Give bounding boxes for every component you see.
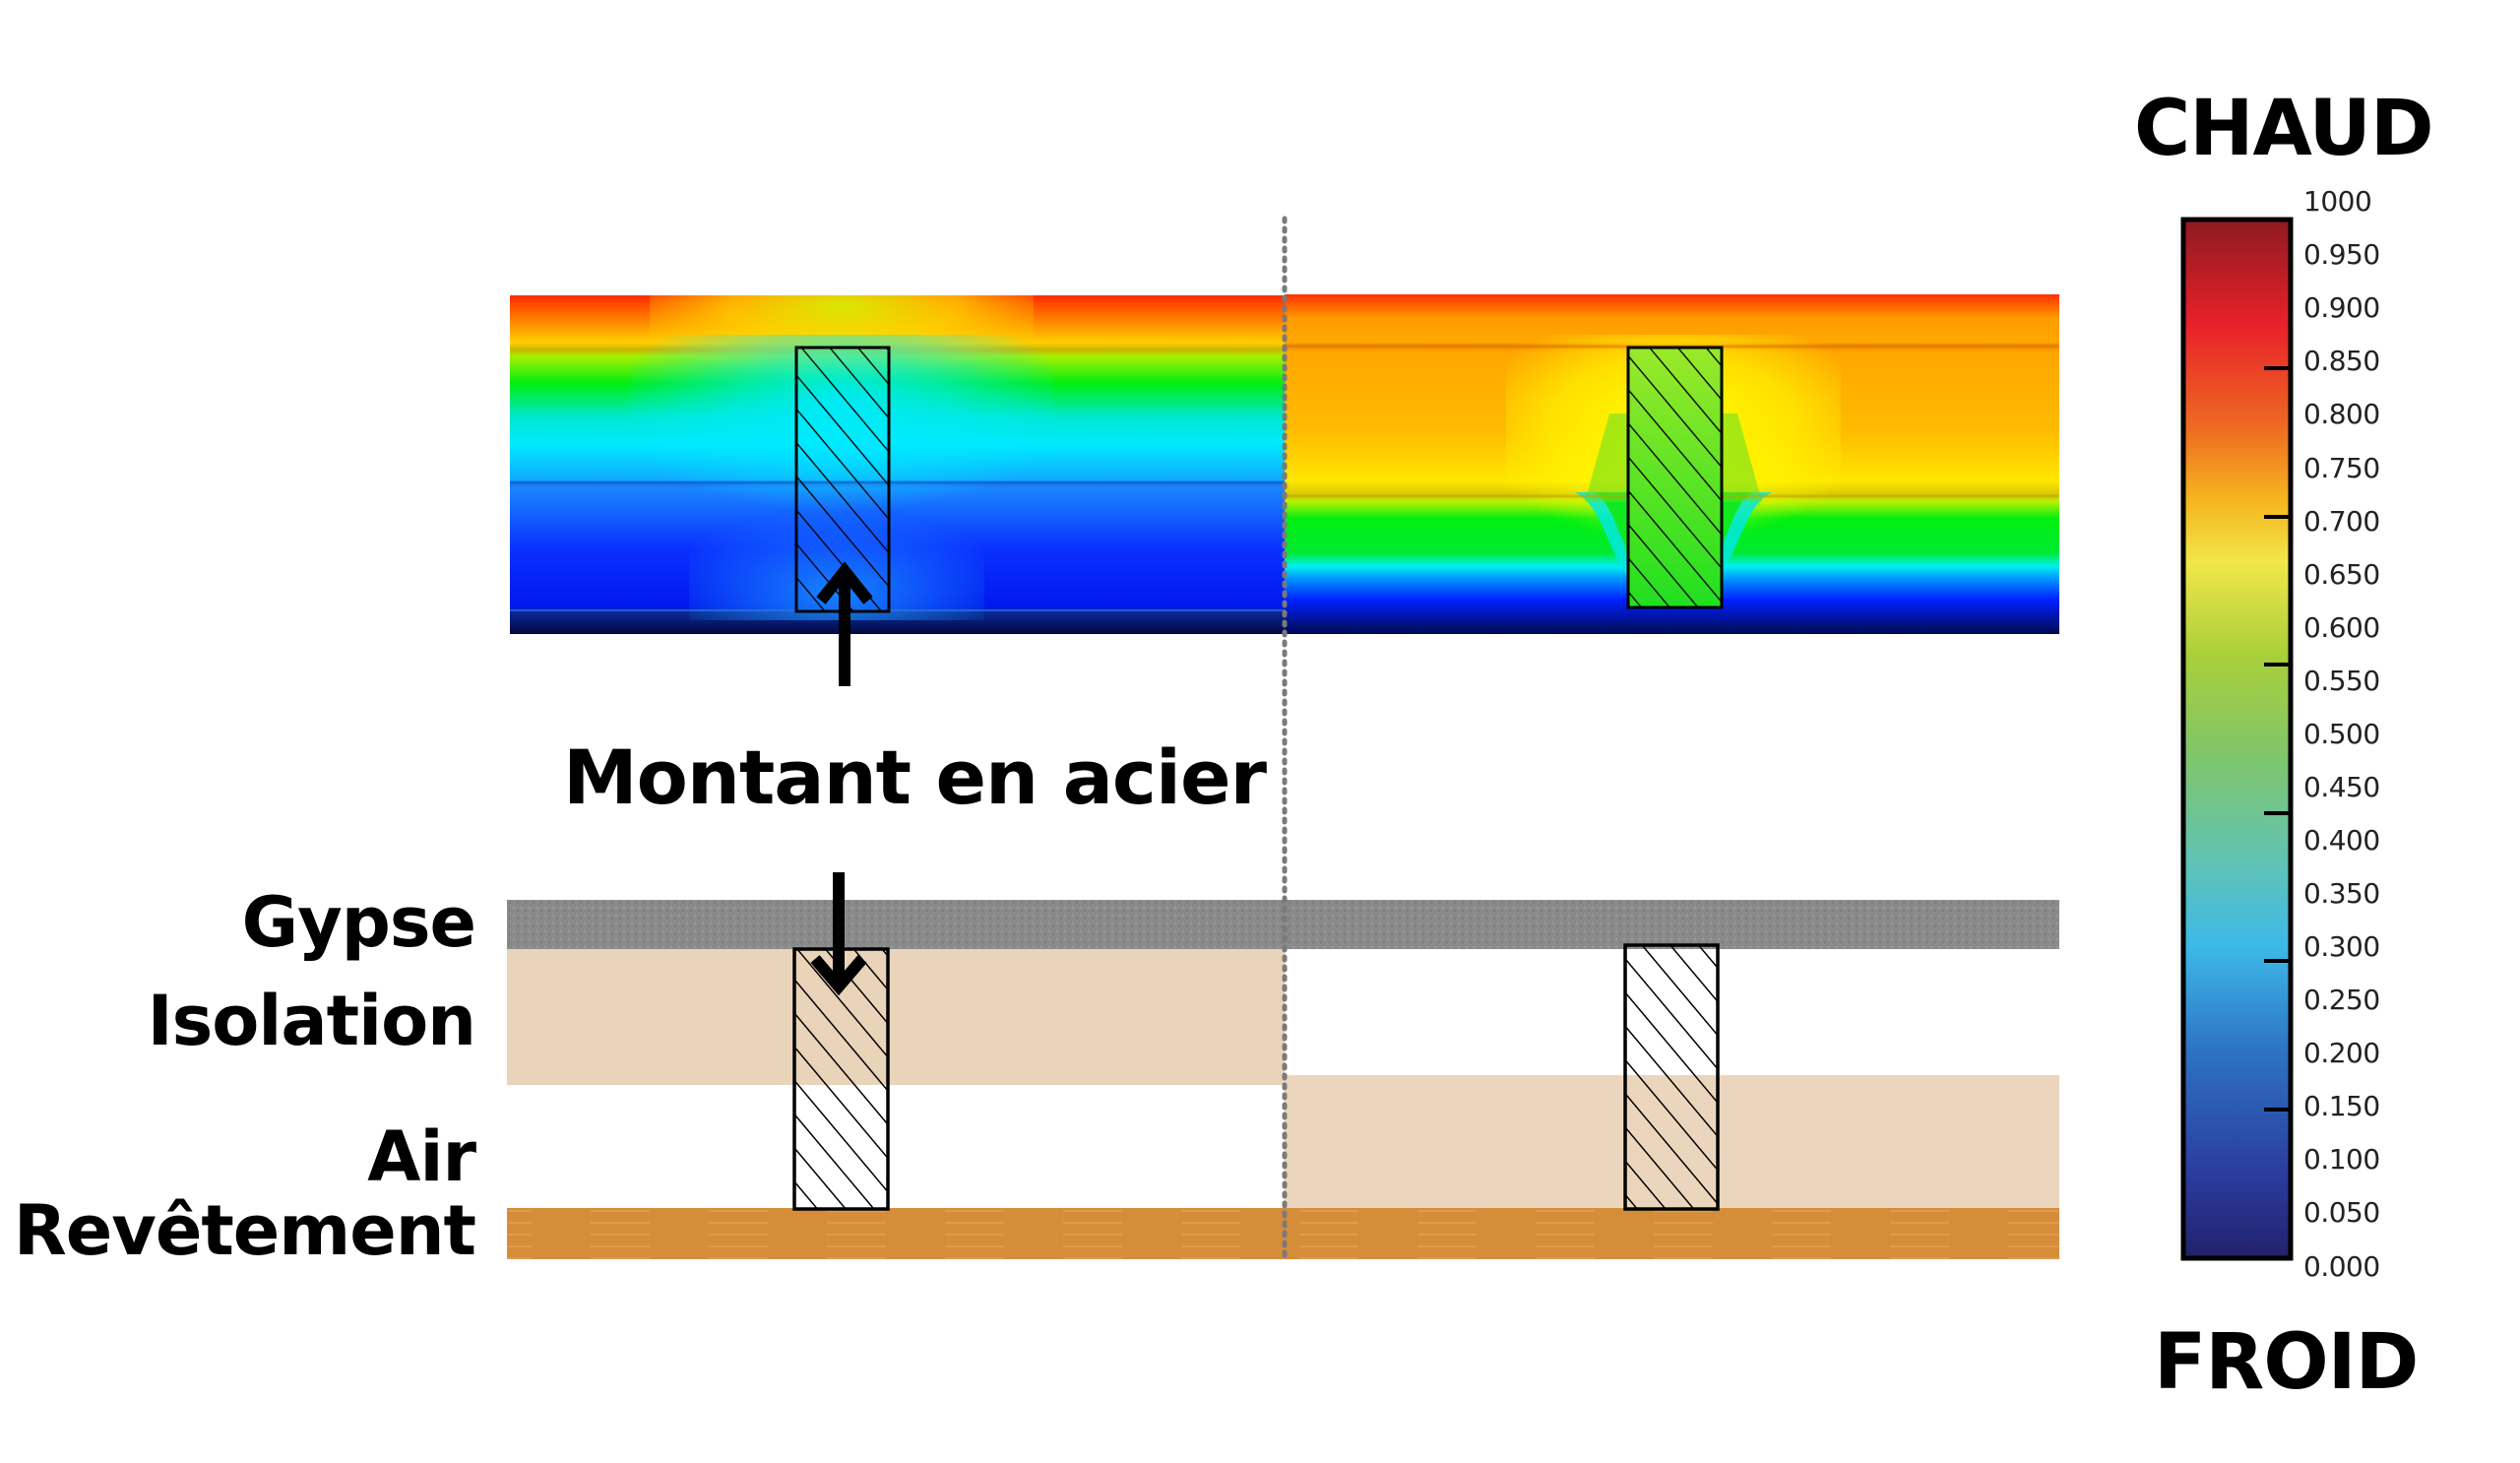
- thermal-map-right: [1285, 294, 2059, 634]
- tick-label: 0.400: [2303, 824, 2380, 857]
- tick-label: 0.500: [2303, 718, 2380, 750]
- layer-label-siding: Revêtement: [13, 1190, 476, 1271]
- steel-stud-right: [1623, 943, 1720, 1211]
- steel-stud-right-thermal: [1626, 346, 1724, 609]
- tick-label: 1000: [2303, 185, 2372, 218]
- tick-label: 0.450: [2303, 771, 2380, 803]
- tick-label: 0.750: [2303, 452, 2380, 484]
- layer-label-gypsum: Gypse: [241, 882, 476, 963]
- colorbar: [2180, 217, 2294, 1261]
- tick-label: 0.800: [2303, 398, 2380, 430]
- tick-label: 0.250: [2303, 984, 2380, 1016]
- tick-label: 0.650: [2303, 558, 2380, 591]
- tick-label: 0.950: [2303, 238, 2380, 271]
- tick-label: 0.600: [2303, 611, 2380, 644]
- thermal-map-left: [510, 295, 1285, 634]
- tick-label: 0.550: [2303, 665, 2380, 697]
- layer-label-air: Air: [367, 1116, 476, 1197]
- tick-label: 0.350: [2303, 877, 2380, 910]
- tick-label: 0.900: [2303, 291, 2380, 324]
- layer-label-insulation: Isolation: [147, 981, 476, 1061]
- tick-label: 0.100: [2303, 1143, 2380, 1176]
- tick-label: 0.200: [2303, 1037, 2380, 1069]
- tick-label: 0.300: [2303, 930, 2380, 963]
- stud-callout-label: Montant en acier: [563, 733, 1267, 821]
- cold-label: FROID: [2154, 1318, 2419, 1407]
- tick-label: 0.150: [2303, 1090, 2380, 1122]
- arrow-down-icon: [810, 872, 867, 996]
- tick-label: 0.050: [2303, 1196, 2380, 1229]
- tick-label: 0.850: [2303, 345, 2380, 377]
- hot-label: CHAUD: [2134, 85, 2434, 173]
- insulation-layer-left: [507, 949, 1285, 1085]
- arrow-up-icon: [816, 561, 873, 686]
- tick-label: 0.700: [2303, 505, 2380, 538]
- tick-label: 0.000: [2303, 1250, 2380, 1283]
